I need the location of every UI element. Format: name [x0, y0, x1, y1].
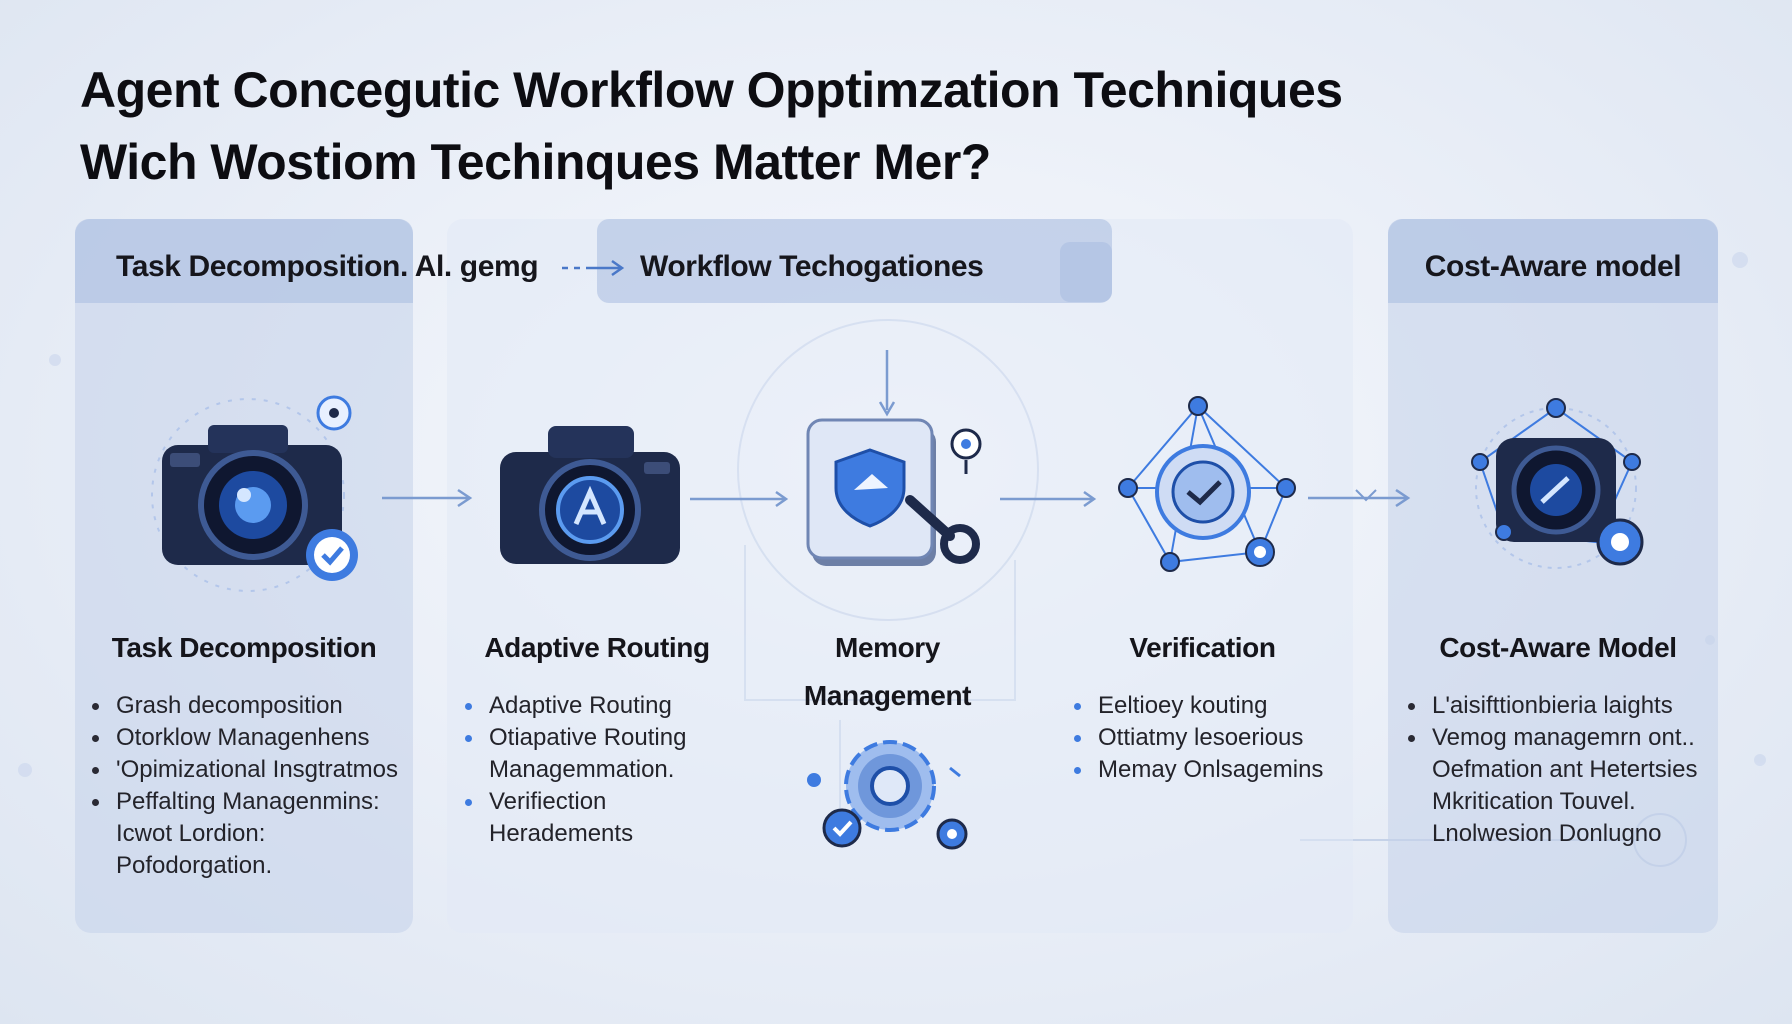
title-line-1: Agent Concegutic Workflow Opptimzation T…	[80, 62, 1343, 118]
header-bar-center	[597, 219, 1112, 303]
list-item: Adaptive Routing	[463, 690, 686, 722]
section-title-memory-management: Memory Management	[755, 624, 1020, 720]
list-adaptive-routing: Adaptive Routing Otiapative Routing Mana…	[463, 690, 686, 850]
cost-aware-camera-network-icon	[1471, 398, 1644, 569]
flow-arrow-3	[1000, 490, 1097, 508]
section-title-verification: Verification	[1129, 632, 1276, 663]
flow-arrow-4	[1308, 488, 1411, 508]
list-task-decomposition: Grash decomposition Otorklow Managenhens…	[90, 690, 398, 882]
camera-ai-icon	[500, 426, 680, 564]
camera-gear-icon	[151, 395, 358, 592]
page-title: Agent Concegutic Workflow Opptimzation T…	[80, 54, 1343, 198]
list-item: Managemmation.	[489, 756, 675, 783]
section-title-cost-aware-model: Cost-Aware Model	[1439, 632, 1677, 663]
list-verification: Eeltioey kouting Ottiatmy lesoerious Mem…	[1072, 690, 1323, 786]
list-item: Eeltioey kouting	[1072, 690, 1323, 722]
list-item: Grash decomposition	[90, 690, 398, 722]
list-item: Lnolwesion Donlugno	[1432, 820, 1662, 847]
header-bar-center-end	[1060, 242, 1112, 302]
list-item: L'aisifttionbieria laights	[1406, 690, 1697, 722]
list-item: 'Opimizational Insgtratmos	[90, 754, 398, 786]
flow-arrow-2	[690, 490, 789, 508]
list-item: Pofodorgation.	[116, 852, 273, 879]
verification-network-gear-icon	[1118, 396, 1296, 572]
section-title-memory-line1: Memory	[835, 632, 940, 663]
list-item: Mkritication Touvel.	[1432, 788, 1636, 815]
header-task-decomposition: Task Decomposition. Al. gemg	[116, 250, 539, 283]
header-cost-aware-model: Cost-Aware model	[1424, 250, 1682, 283]
arrow-right-icon	[562, 259, 625, 277]
list-item: Memay Onlsagemins	[1072, 754, 1323, 786]
list-item: Ottiatmy lesoerious	[1072, 722, 1323, 754]
section-title-task-decomposition: Task Decomposition	[111, 632, 377, 663]
list-item: Icwot Lordion:	[116, 820, 266, 847]
list-item: Otorklow Managenhens	[90, 722, 398, 754]
list-item: Vemog managemrn ont..	[1406, 722, 1697, 754]
list-cost-aware-model: L'aisifttionbieria laights Vemog managem…	[1406, 690, 1697, 850]
list-item: Oefmation ant Hetertsies	[1432, 756, 1698, 783]
section-title-adaptive-routing: Adaptive Routing	[484, 632, 710, 663]
title-line-2: Wich Wostiom Techinques Matter Mer?	[80, 134, 991, 190]
list-item: Otiapative Routing	[463, 722, 686, 754]
header-bar-right	[1388, 219, 1718, 303]
panel-cost-aware	[1388, 219, 1718, 933]
settings-gears-icon	[807, 740, 968, 850]
section-title-memory-line2: Management	[803, 680, 972, 711]
flow-arrow-1	[382, 488, 473, 508]
memory-device-shield-icon	[806, 350, 982, 566]
header-workflow-techniques: Workflow Techogationes	[640, 250, 984, 283]
list-item: Heradements	[489, 820, 634, 847]
list-item: Verifiection	[463, 786, 686, 818]
panel-task-decomposition	[75, 219, 413, 933]
list-item: Peffalting Managenmins:	[90, 786, 398, 818]
header-bar-left	[75, 219, 413, 303]
